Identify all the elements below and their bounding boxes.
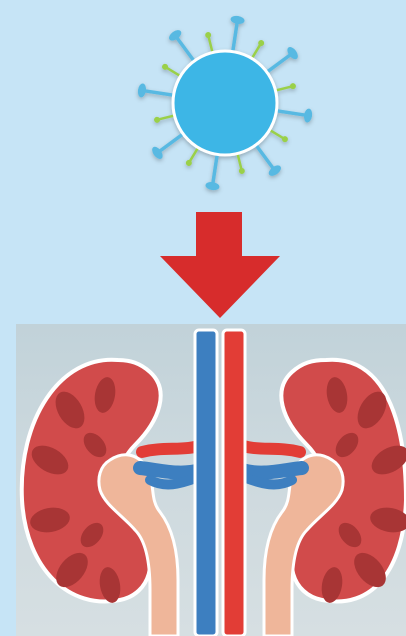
virus-spike-tip — [153, 116, 160, 123]
virus-spike-tip — [303, 108, 313, 123]
arrow-down-icon — [160, 212, 280, 318]
virus-spike-tip — [230, 15, 245, 25]
vena-cava — [195, 330, 217, 636]
virus-spike-tip — [238, 167, 245, 174]
kidneys-icon — [22, 330, 406, 636]
virus-spike-tip — [205, 31, 212, 38]
virus-spike-tip — [137, 83, 147, 98]
left-kidney — [22, 360, 205, 636]
virus-icon — [137, 15, 313, 191]
right-kidney — [237, 360, 406, 636]
virus-spike-tip — [289, 83, 296, 90]
aorta — [223, 330, 245, 636]
virus-spike-tip — [205, 181, 220, 191]
